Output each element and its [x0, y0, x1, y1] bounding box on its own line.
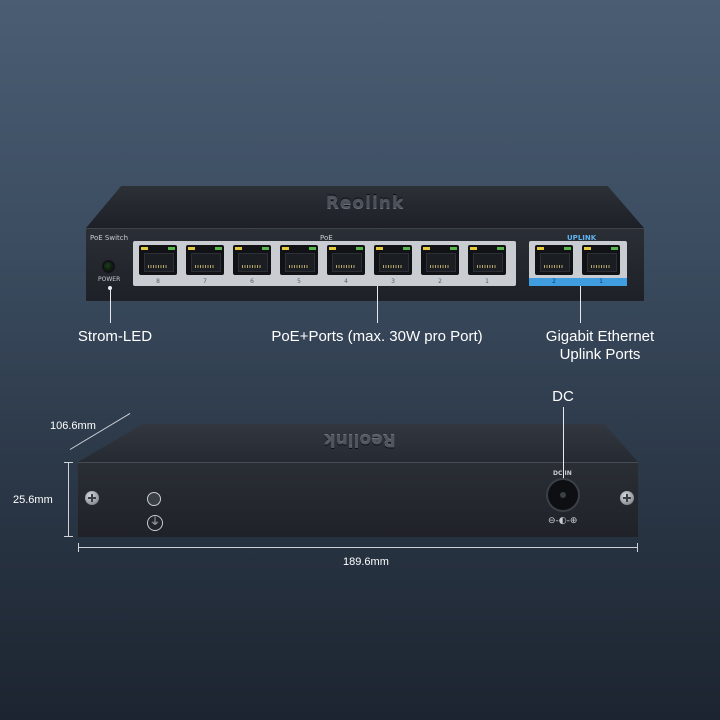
dc-leader-line: [563, 407, 564, 487]
port-number: 7: [203, 278, 207, 285]
poe-ports-leader-line: [377, 286, 378, 323]
switch-rear-panel: [78, 462, 638, 537]
height-dimension-tick-bottom: [64, 536, 73, 537]
uplink-port-block: 2 1: [529, 241, 627, 286]
uplink-port-1[interactable]: [582, 245, 620, 275]
depth-dimension-label: 106.6mm: [50, 420, 96, 432]
uplink-callout-line1: Gigabit Ethernet: [545, 328, 655, 345]
width-dimension-line: [78, 547, 638, 548]
poe-port-5[interactable]: [280, 245, 318, 275]
poe-port-3[interactable]: [374, 245, 412, 275]
dc-in-pin: [560, 492, 566, 498]
port-number: 2: [552, 278, 556, 285]
port-number: 5: [297, 278, 301, 285]
height-dimension-line: [68, 462, 69, 537]
width-dimension-tick-right: [637, 543, 638, 552]
poe-port-2[interactable]: [421, 245, 459, 275]
power-led: [104, 262, 113, 271]
port-number: 8: [156, 278, 160, 285]
brand-logo-rear: Reolink: [324, 430, 396, 450]
width-dimension-tick-left: [78, 543, 79, 552]
port-number: 1: [485, 278, 489, 285]
ground-screw-icon: [147, 492, 161, 506]
height-dimension-label: 25.6mm: [13, 494, 53, 506]
uplink-label: UPLINK: [567, 234, 597, 242]
ground-symbol-icon: ⏚: [147, 515, 163, 531]
dc-in-label: DC IN: [553, 470, 572, 477]
poe-label: PoE: [320, 234, 333, 242]
width-dimension-label: 189.6mm: [343, 556, 389, 568]
brand-logo-front: Reolink: [325, 193, 405, 213]
uplink-port-number-strip: 2 1: [529, 278, 627, 286]
dc-callout: DC: [552, 388, 574, 405]
poe-port-block: 8 7 6 5 4 3 2 1: [133, 241, 516, 286]
port-number: 4: [344, 278, 348, 285]
poe-port-7[interactable]: [186, 245, 224, 275]
poe-port-6[interactable]: [233, 245, 271, 275]
model-label: PoE Switch: [90, 234, 129, 242]
poe-port-8[interactable]: [139, 245, 177, 275]
power-led-callout: Strom-LED: [77, 328, 153, 345]
port-number: 6: [250, 278, 254, 285]
port-number: 2: [438, 278, 442, 285]
poe-port-4[interactable]: [327, 245, 365, 275]
port-number: 3: [391, 278, 395, 285]
left-screw-icon: [85, 491, 99, 505]
polarity-symbol-icon: ⊖-◐-⊕: [548, 516, 578, 526]
poe-port-1[interactable]: [468, 245, 506, 275]
switch-rear-top: [78, 424, 638, 462]
poe-port-number-strip: 8 7 6 5 4 3 2 1: [133, 278, 516, 286]
power-led-pointer-dot: [108, 286, 112, 290]
poe-ports-callout: PoE+Ports (max. 30W pro Port): [271, 328, 483, 345]
uplink-leader-line: [580, 286, 581, 323]
height-dimension-tick-top: [64, 462, 73, 463]
uplink-callout-line2: Uplink Ports: [559, 346, 641, 363]
switch-top-lid: [86, 186, 644, 228]
uplink-port-2[interactable]: [535, 245, 573, 275]
port-number: 1: [599, 278, 603, 285]
power-led-leader-line: [110, 289, 111, 323]
right-screw-icon: [620, 491, 634, 505]
power-label: POWER: [98, 276, 121, 283]
